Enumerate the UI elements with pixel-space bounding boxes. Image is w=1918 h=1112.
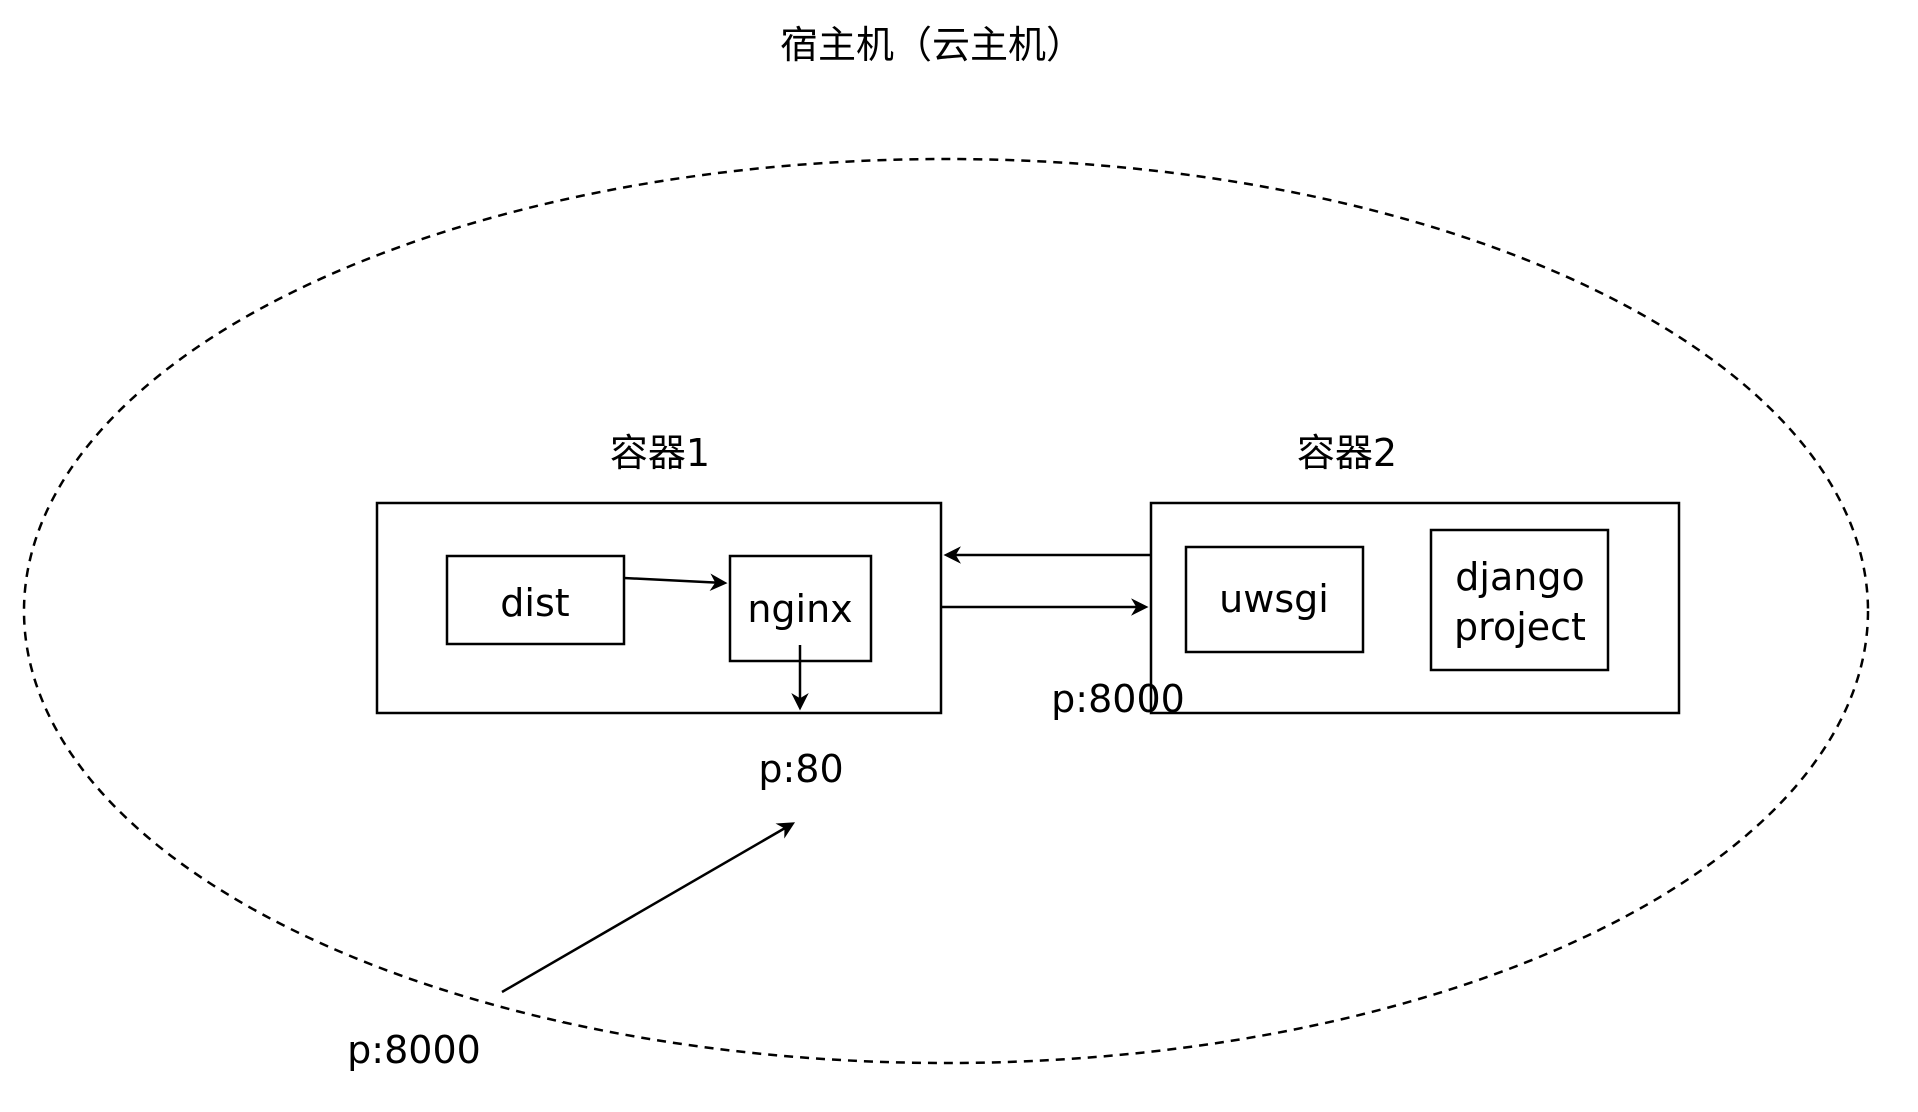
django-project-box <box>1429 528 1610 672</box>
host-boundary <box>22 157 1870 1065</box>
uwsgi-box <box>1184 545 1365 654</box>
django-label-line2: project <box>1454 605 1586 649</box>
host-port-to-port80-arrow <box>501 822 796 994</box>
django-label-line1: django <box>1455 555 1584 599</box>
container2-label: 容器2 <box>1297 431 1397 475</box>
container1-port-label: p:80 <box>758 747 843 791</box>
host-port-label: p:8000 <box>347 1028 481 1072</box>
uwsgi-label: uwsgi <box>1219 577 1329 621</box>
dist-label: dist <box>500 581 569 625</box>
host-title: 宿主机（云主机） <box>780 23 1084 67</box>
nginx-label: nginx <box>747 587 852 631</box>
dist-to-nginx-arrow <box>623 573 728 592</box>
container1-label: 容器1 <box>610 431 710 475</box>
dist-box <box>445 554 626 646</box>
container2-port-label: p:8000 <box>1051 677 1185 721</box>
